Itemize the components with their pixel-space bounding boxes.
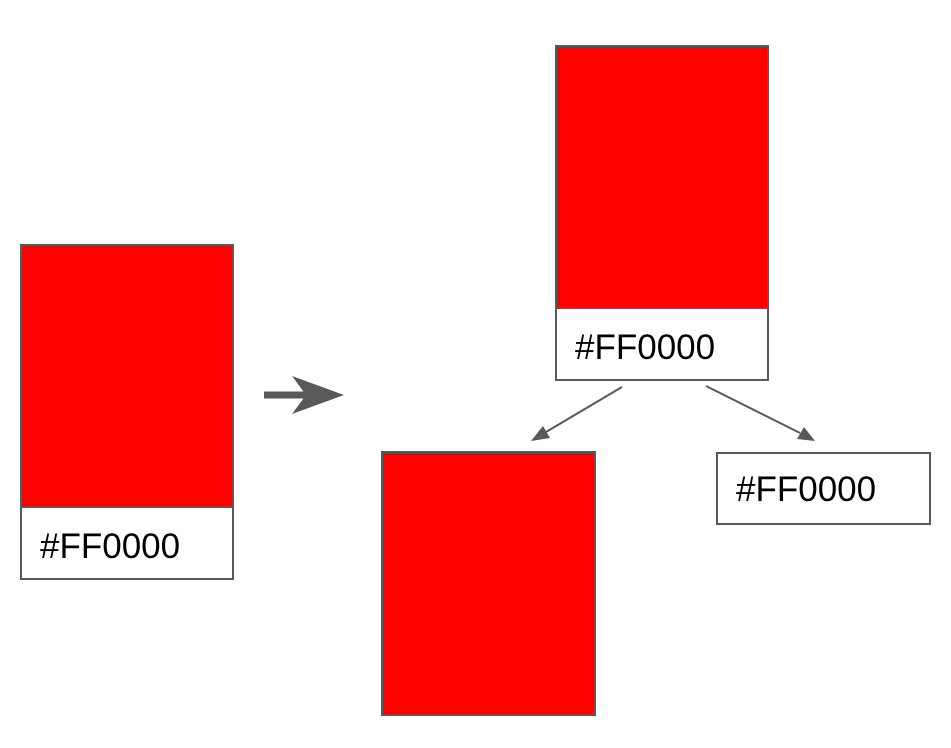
diagonal-arrow-icon <box>705 385 815 441</box>
combined-color-block <box>555 45 769 309</box>
combined-color-label: #FF0000 <box>575 328 716 367</box>
original-color-label: #FF0000 <box>40 527 181 566</box>
right-arrow-icon <box>264 376 344 414</box>
text-only-card: #FF0000 <box>716 452 931 525</box>
combined-swatch-card: #FF0000 <box>555 45 769 381</box>
color-only-block <box>381 451 596 716</box>
original-swatch-card: #FF0000 <box>20 244 234 580</box>
diagonal-arrow-icon <box>531 386 623 441</box>
original-color-block <box>20 244 234 508</box>
text-only-label: #FF0000 <box>736 470 877 509</box>
